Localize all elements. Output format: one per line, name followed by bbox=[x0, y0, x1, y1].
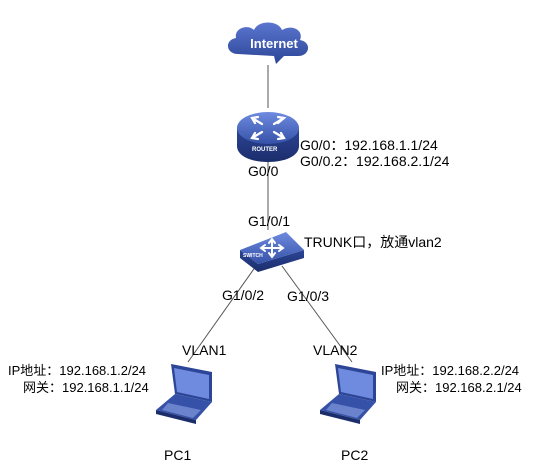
link-switch-pc2 bbox=[281, 265, 353, 363]
pc1-laptop-icon bbox=[156, 364, 212, 424]
pc1-gateway: 网关：192.168.1.1/24 bbox=[23, 380, 149, 395]
pc2-name: PC2 bbox=[341, 447, 369, 463]
switch-port-right: G1/0/3 bbox=[287, 288, 330, 304]
pc2-laptop-icon bbox=[320, 364, 376, 424]
router-interface-g00: G0/0：192.168.1.1/24 bbox=[300, 137, 438, 153]
switch-trunk-note: TRUNK口，放通vlan2 bbox=[304, 234, 442, 250]
pc1-ip: IP地址：192.168.1.2/24 bbox=[8, 363, 147, 378]
pc2-gateway: 网关：192.168.2.1/24 bbox=[396, 380, 522, 395]
pc2-ip: IP地址：192.168.2.2/24 bbox=[381, 363, 520, 378]
router-interface-g002: G0/0.2：192.168.2.1/24 bbox=[300, 153, 450, 169]
switch-uplink-port: G1/0/1 bbox=[248, 213, 291, 229]
switch-badge: SWITCH bbox=[243, 253, 263, 259]
switch-icon bbox=[240, 232, 304, 272]
pc1-vlan-label: VLAN1 bbox=[182, 342, 227, 358]
switch-port-left: G1/0/2 bbox=[222, 287, 265, 303]
router-badge: ROUTER bbox=[252, 147, 278, 153]
links bbox=[187, 65, 353, 363]
router-icon bbox=[237, 112, 299, 162]
pc2-vlan-label: VLAN2 bbox=[313, 342, 358, 358]
link-switch-pc1 bbox=[187, 265, 257, 363]
router-port-label: G0/0 bbox=[248, 163, 279, 179]
internet-label: Internet bbox=[250, 36, 298, 51]
internet-cloud-icon bbox=[227, 22, 309, 64]
pc1-name: PC1 bbox=[164, 447, 192, 463]
